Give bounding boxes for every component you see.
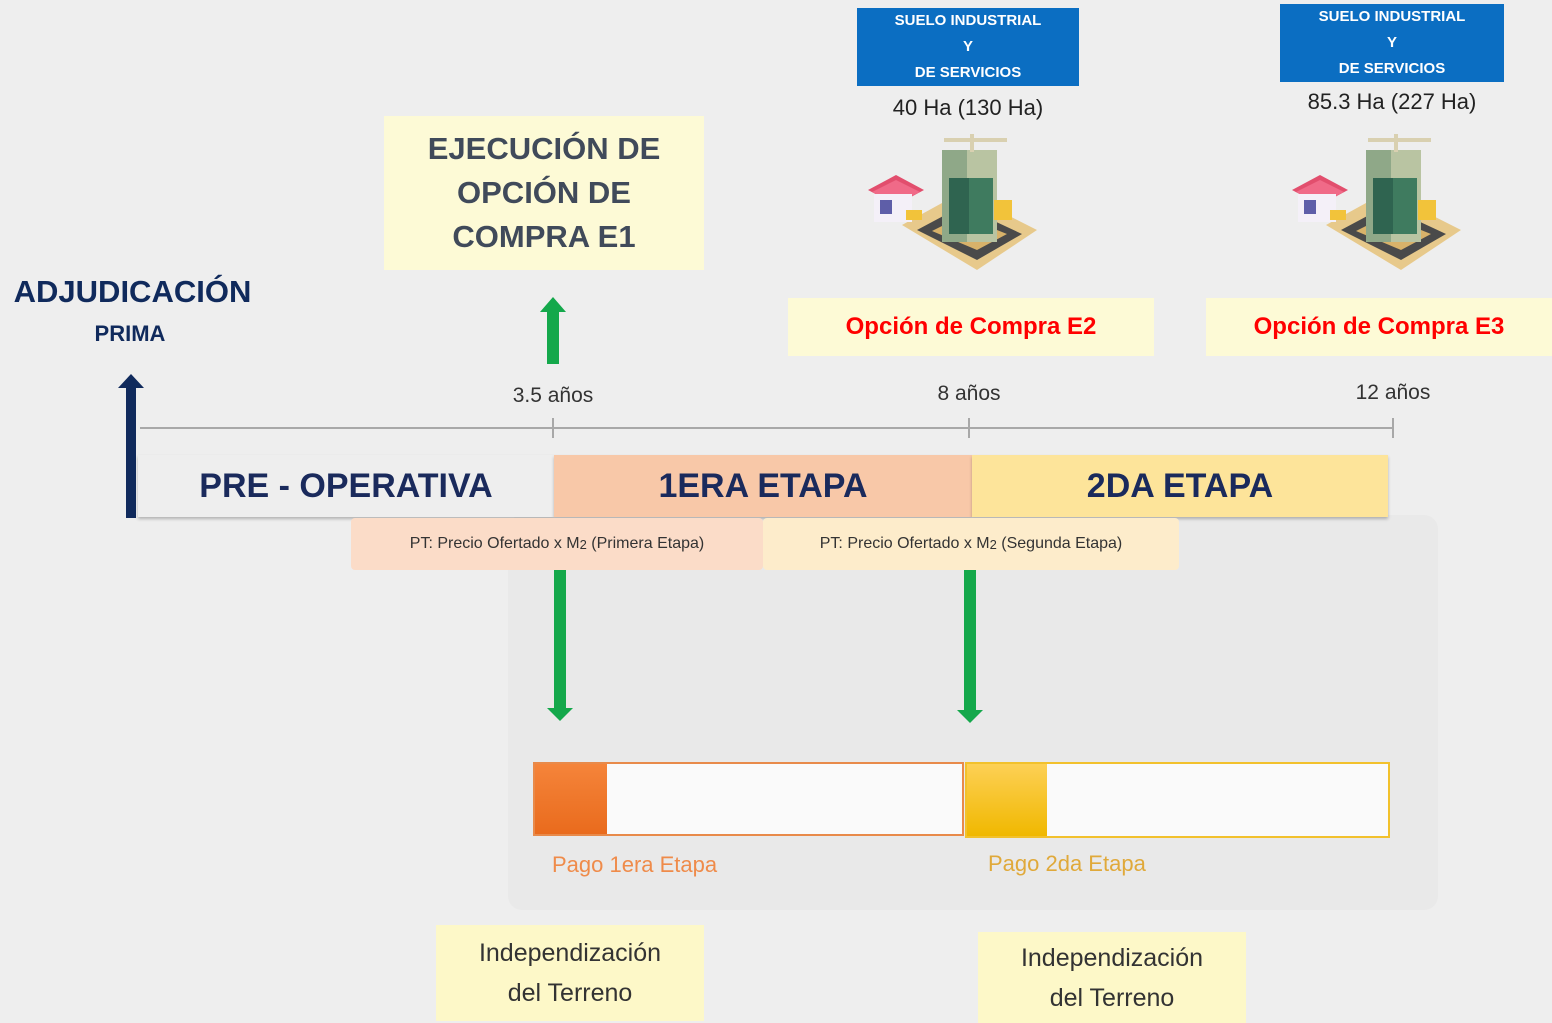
suelo-e2-line-3: DE SERVICIOS [914,64,1022,81]
phase-2da-etapa: 2DA ETAPA [972,455,1388,517]
phase-2da-etapa-label: 2DA ETAPA [1086,466,1274,505]
independizacion-1: Independización del Terreno [436,925,704,1021]
phase-1era-etapa-label: 1ERA ETAPA [658,466,868,505]
payment-1-down-arrow [547,570,573,721]
pt-primera-sup: 2 [579,536,587,552]
prima-label: PRIMA [94,321,166,346]
pt-segunda-prefix: PT: Precio Ofertado x M [819,535,990,552]
option-e3-label: Opción de Compra E3 [1253,313,1505,340]
adjudicacion-arrow [118,374,144,518]
pt-segunda-sup: 2 [989,536,997,552]
industrial-building-icon [868,134,1037,270]
tick-label-12: 12 años [1355,381,1431,404]
payment-2-bar [965,762,1390,838]
independizacion-1-line-1: Independización [478,939,662,967]
suelo-e2-line-1: SUELO INDUSTRIAL [894,12,1042,29]
ejecucion-line-1: EJECUCIÓN DE [427,131,661,166]
timeline-axis [140,418,1394,438]
independizacion-2: Independización del Terreno [978,932,1246,1023]
suelo-e3-line-2: Y [1386,34,1397,51]
phase-1era-etapa: 1ERA ETAPA [554,455,972,517]
suelo-e2-box: SUELO INDUSTRIAL Y DE SERVICIOS [857,8,1079,86]
suelo-e2-area: 40 Ha (130 Ha) [892,95,1044,120]
industrial-building-icon [1292,134,1461,270]
independizacion-1-line-2: del Terreno [507,979,633,1007]
payment-1-label: Pago 1era Etapa [552,852,718,877]
suelo-e2-line-2: Y [962,38,973,55]
pt-segunda-suffix: (Segunda Etapa) [996,535,1123,552]
phase-pre-operativa-label: PRE - OPERATIVA [199,466,493,505]
option-e3-card: Opción de Compra E3 [1206,298,1552,356]
option-e2-card: Opción de Compra E2 [788,298,1154,356]
option-e2-label: Opción de Compra E2 [845,313,1097,340]
payment-1-fill [535,764,607,834]
independizacion-2-line-2: del Terreno [1049,983,1175,1012]
ejecucion-line-2: OPCIÓN DE [457,175,631,210]
payment-2-fill [967,764,1047,836]
payment-2-down-arrow [957,570,983,723]
tick-label-3-5: 3.5 años [512,384,594,407]
pt-primera-suffix: (Primera Etapa) [586,535,705,552]
suelo-e3-line-3: DE SERVICIOS [1338,60,1446,77]
suelo-e3-box: SUELO INDUSTRIAL Y DE SERVICIOS [1280,4,1504,82]
ejecucion-card: EJECUCIÓN DE OPCIÓN DE COMPRA E1 [384,116,704,270]
ejecucion-line-3: COMPRA E1 [452,219,636,254]
suelo-e3-line-1: SUELO INDUSTRIAL [1318,8,1466,25]
payment-2-label: Pago 2da Etapa [988,851,1146,876]
payment-1-bar [533,762,964,836]
independizacion-2-line-1: Independización [1020,943,1204,972]
phase-pre-operativa: PRE - OPERATIVA [138,455,554,517]
ejecucion-up-arrow [540,297,566,364]
pt-primera-prefix: PT: Precio Ofertado x M [409,535,580,552]
adjudicacion-title: ADJUDICACIÓN [13,274,252,309]
tick-label-8: 8 años [937,382,1001,405]
suelo-e3-area: 85.3 Ha (227 Ha) [1307,89,1477,114]
